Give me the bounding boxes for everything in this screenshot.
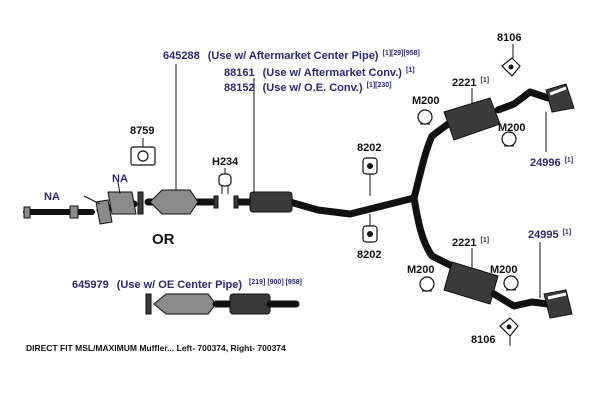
u-clamp-icon — [218, 173, 232, 194]
label-8106-top: 8106 — [497, 32, 521, 44]
label-2221-bottom: 2221 [1] — [452, 233, 489, 250]
muffler-icon — [443, 261, 499, 305]
footer-note: DIRECT FIT MSL/MAXIMUM Muffler... Left- … — [26, 343, 286, 353]
pipe-flange — [145, 293, 152, 315]
label-8202-top: 8202 — [357, 142, 381, 154]
pipe-end-flange — [23, 206, 31, 219]
clamp-band — [233, 195, 239, 209]
converter-flange — [137, 191, 144, 215]
hanger-icon — [499, 317, 519, 337]
resonator-pipe — [229, 293, 271, 315]
main-pipe — [23, 120, 456, 270]
catalytic-converter-icon — [153, 293, 217, 315]
label-88161: 88161 (Use w/ Aftermarket Conv.) [1] — [224, 63, 415, 80]
or-text: OR — [152, 231, 175, 248]
pipe-clamp-icon — [419, 276, 435, 292]
label-m200-bottom-right: M200 — [490, 264, 518, 276]
label-645288: 645288 (Use w/ Aftermarket Center Pipe) … — [163, 46, 420, 63]
label-m200-top-left: M200 — [412, 95, 440, 107]
tailpipe-tip-icon — [543, 289, 573, 319]
label-2221-top: 2221 [1] — [452, 73, 489, 90]
label-m200-top-right: M200 — [498, 122, 526, 134]
pipe-clamp-icon — [501, 131, 517, 147]
label-8106-bottom: 8106 — [471, 334, 495, 346]
muffler-icon — [443, 97, 501, 141]
label-24995: 24995 [1] — [528, 225, 571, 242]
front-pipe-section — [23, 191, 144, 225]
alternate-center-pipe — [145, 293, 300, 315]
pipe-clamp-icon — [417, 109, 433, 125]
label-24996: 24996 [1] — [530, 153, 573, 170]
resonator-pipe — [249, 191, 293, 213]
hanger-icon — [501, 57, 521, 77]
catalytic-converter-icon — [149, 189, 199, 215]
label-m200-bottom-left: M200 — [407, 264, 435, 276]
label-na-right: NA — [112, 173, 128, 185]
downpipe-flange — [107, 191, 137, 215]
hanger-icon — [362, 157, 378, 175]
flange-joint — [95, 199, 113, 225]
label-h234: H234 — [212, 156, 239, 168]
tailpipe-tip-icon — [545, 83, 575, 113]
gasket-icon — [130, 146, 156, 166]
label-na-left: NA — [44, 191, 60, 203]
label-88152: 88152 (Use w/ O.E. Conv.) [1][230] — [224, 78, 392, 95]
hanger-icon — [362, 225, 378, 243]
clamp-band — [213, 195, 219, 209]
pipe-clamp-icon — [503, 275, 519, 291]
label-8202-bottom: 8202 — [357, 249, 381, 261]
leader-lines — [83, 44, 547, 346]
label-645979: 645979 (Use w/ OE Center Pipe) [219] [90… — [72, 275, 302, 292]
pipe-joint — [69, 205, 79, 219]
label-8759: 8759 — [130, 125, 154, 137]
